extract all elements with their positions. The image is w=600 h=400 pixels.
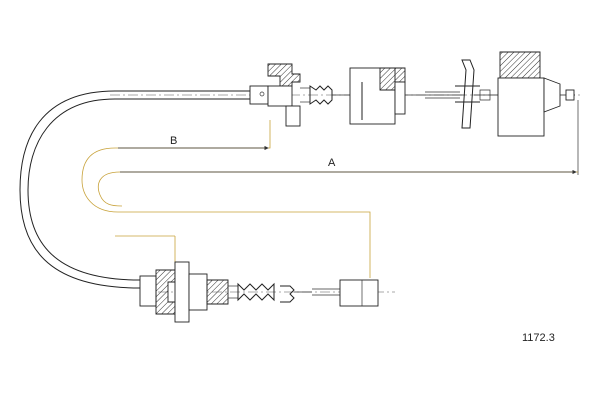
right-end-housing bbox=[497, 51, 579, 175]
adjuster-block bbox=[349, 67, 465, 125]
dimension-label-b: B bbox=[170, 135, 177, 147]
dimension-label-a: A bbox=[328, 157, 336, 169]
bottom-end-fitting bbox=[139, 261, 395, 323]
bracket-washer bbox=[455, 59, 498, 129]
dimension-lines bbox=[81, 120, 578, 278]
cable-sheath bbox=[19, 90, 250, 289]
part-number: 1172.3 bbox=[522, 332, 555, 344]
top-end-fitting bbox=[110, 63, 580, 127]
